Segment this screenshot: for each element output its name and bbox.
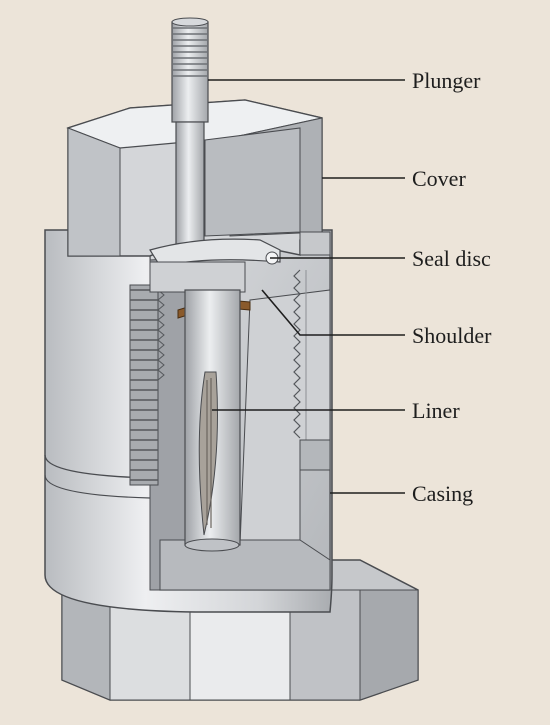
label-seal-disc: Seal disc: [412, 246, 491, 271]
label-casing: Casing: [412, 481, 473, 506]
liner: [184, 289, 241, 552]
label-cover: Cover: [412, 166, 466, 191]
plunger: [171, 17, 209, 258]
label-plunger: Plunger: [412, 68, 481, 93]
cover: [66, 99, 331, 257]
leader-shoulder: [261, 289, 405, 336]
seal-disc: [149, 238, 281, 319]
leader-lines: [208, 79, 405, 494]
casing-step: [299, 439, 331, 471]
callout-labels: Plunger Cover Seal disc Shoulder Liner C…: [412, 68, 492, 506]
internal-threads-left: [129, 284, 165, 486]
label-liner: Liner: [412, 398, 460, 423]
label-shoulder: Shoulder: [412, 323, 492, 348]
